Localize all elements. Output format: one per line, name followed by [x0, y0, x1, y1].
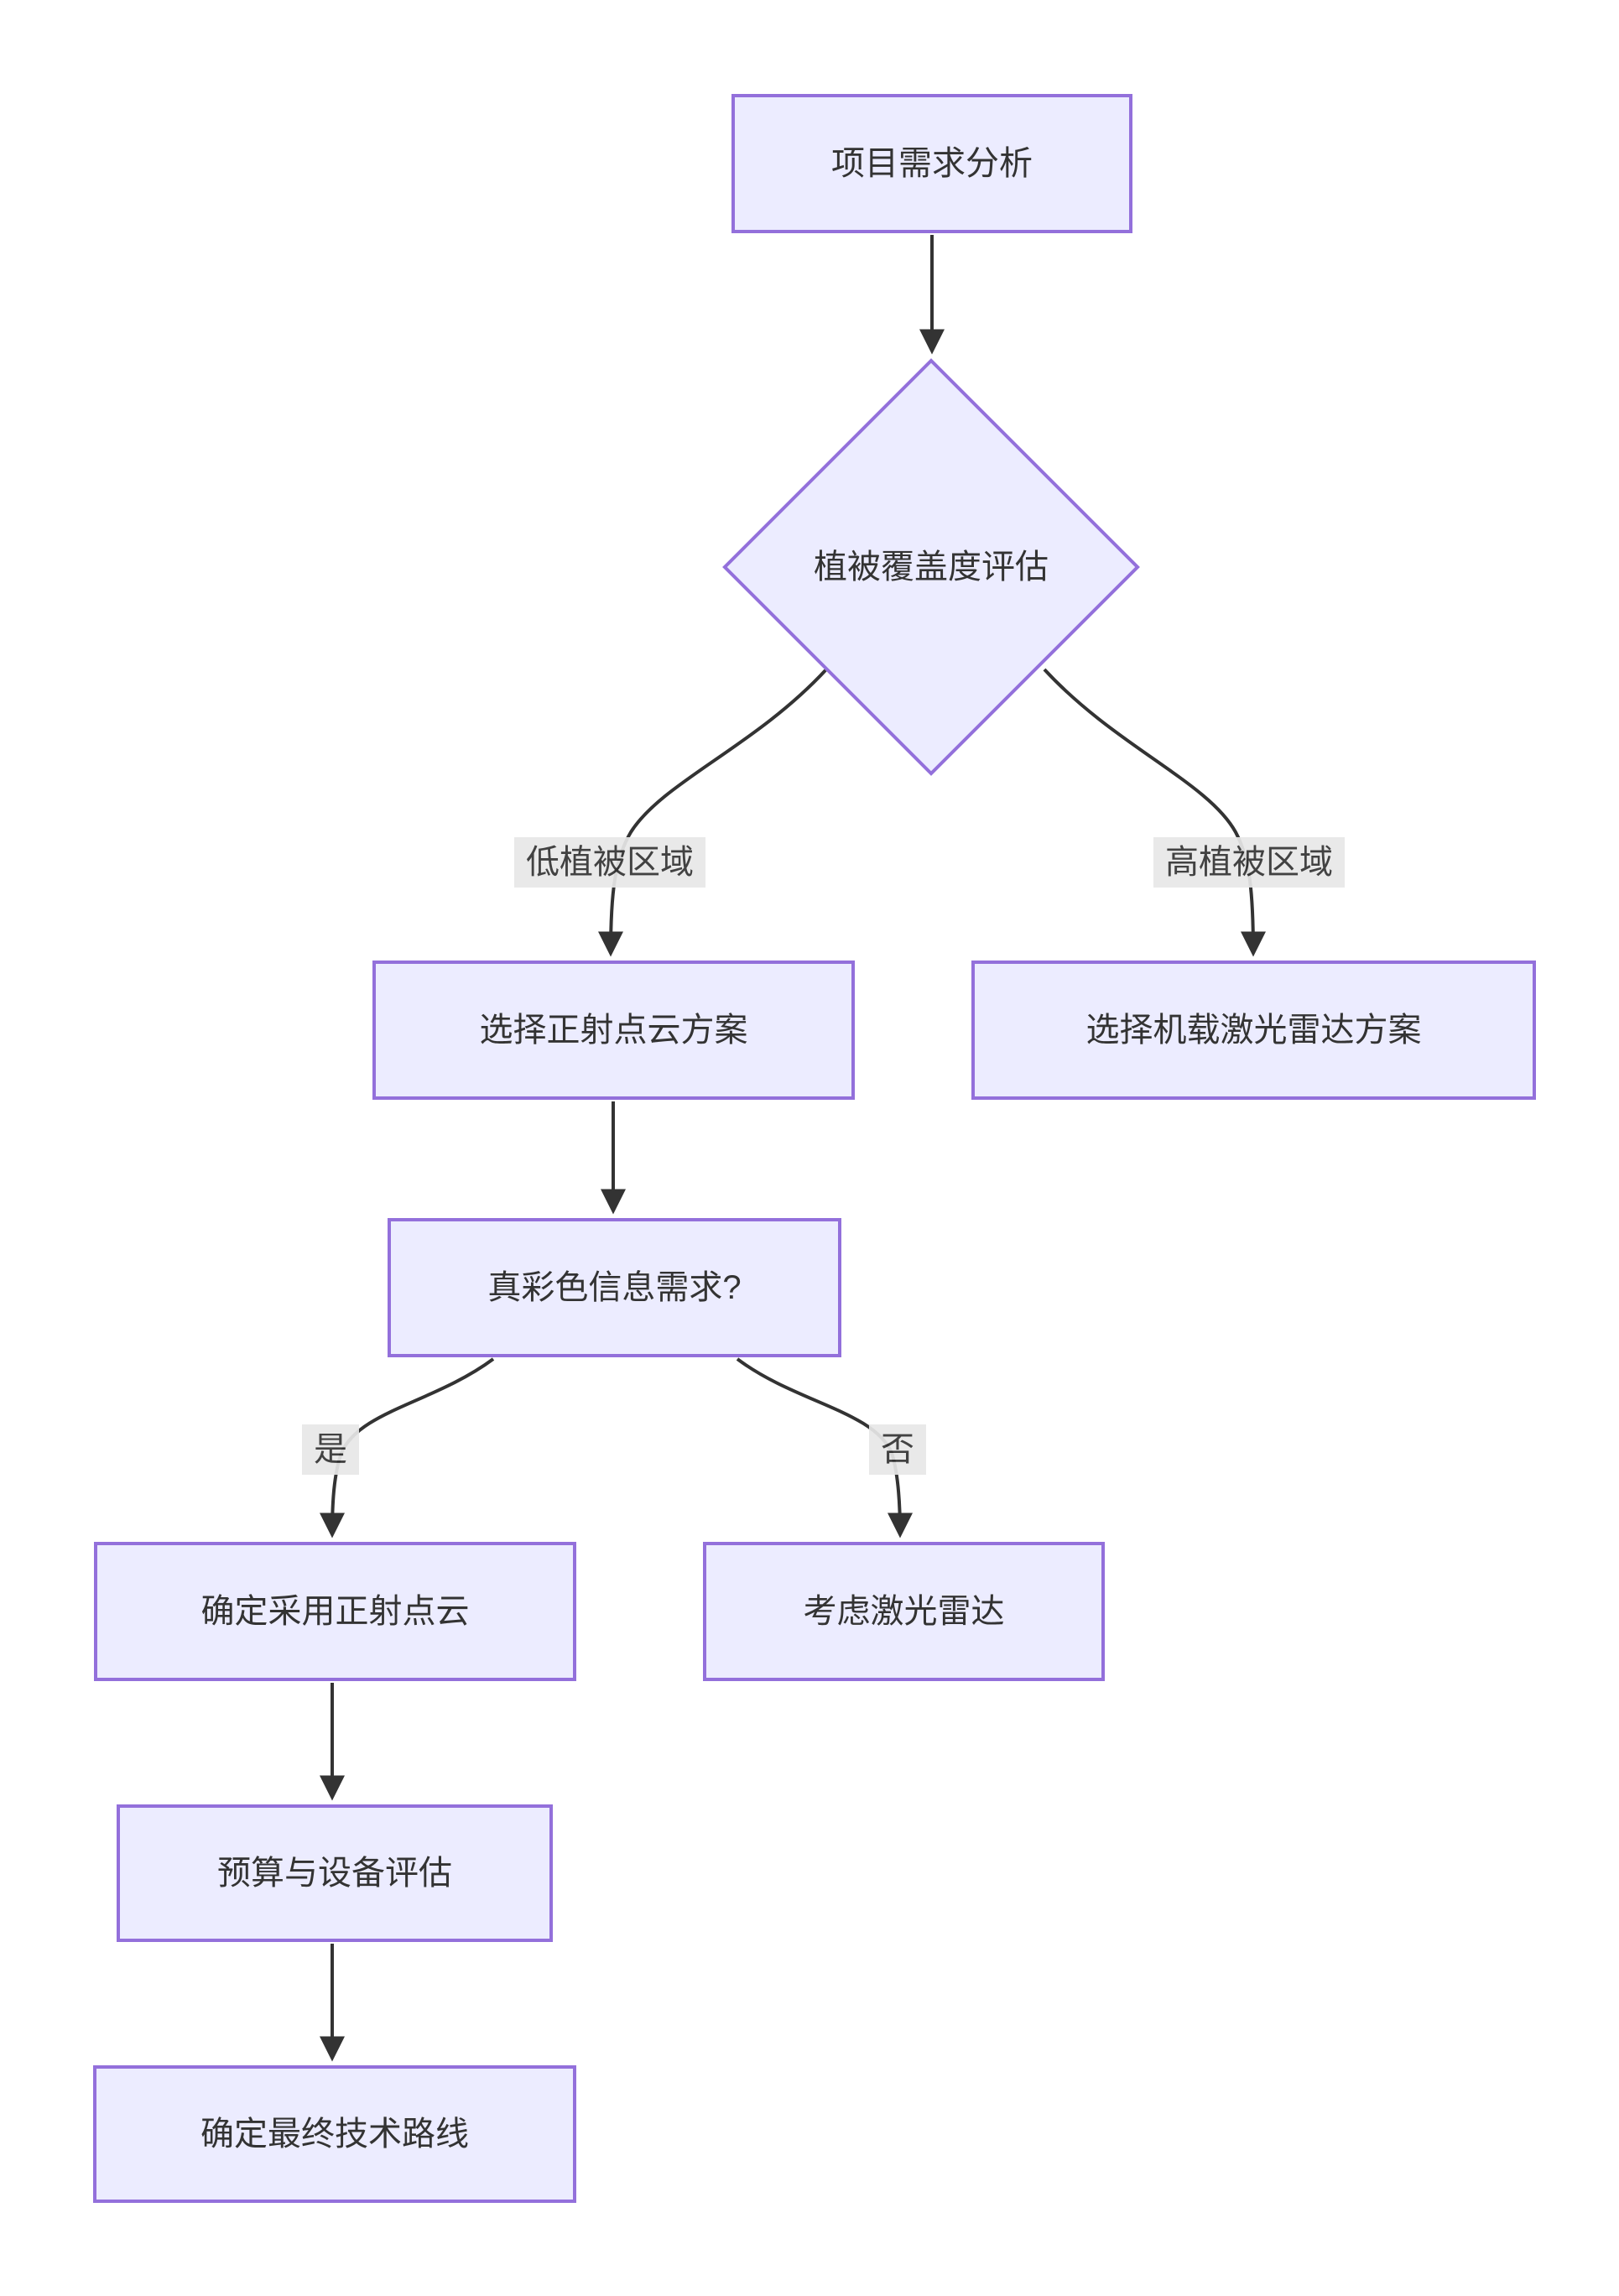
node-label: 确定最终技术路线 [200, 2116, 469, 2153]
node-label: 确定采用正射点云 [200, 1593, 470, 1630]
flowchart-node-vegetation-coverage-assessment: 植被覆盖度评估 [721, 357, 1141, 777]
edge-assessment-to-ortho-plan [598, 668, 828, 957]
node-label: 选择正射点云方案 [479, 1012, 748, 1049]
flowchart-node-consider-lidar: 考虑激光雷达 [703, 1542, 1105, 1681]
flowchart-node-ortho-pointcloud-plan: 选择正射点云方案 [372, 961, 855, 1100]
flowchart-node-true-color-need: 真彩色信息需求? [388, 1218, 841, 1357]
node-label: 植被覆盖度评估 [814, 549, 1049, 586]
node-label: 项目需求分析 [831, 145, 1033, 182]
node-label: 真彩色信息需求? [487, 1269, 742, 1306]
edge-label-low-vegetation: 低植被区域 [514, 837, 705, 888]
node-label: 预算与设备评估 [217, 1855, 452, 1892]
edge-assessment-to-lidar-plan [1043, 668, 1266, 957]
flowchart-node-project-requirements: 项目需求分析 [731, 94, 1132, 233]
node-label: 选择机载激光雷达方案 [1085, 1012, 1422, 1049]
flowchart-node-final-technical-route: 确定最终技术路线 [93, 2065, 576, 2203]
edge-label-high-vegetation: 高植被区域 [1153, 837, 1345, 888]
node-label: 考虑激光雷达 [803, 1593, 1005, 1630]
flowchart-node-adopt-ortho-pointcloud: 确定采用正射点云 [94, 1542, 576, 1681]
edge-label-yes: 是 [302, 1424, 359, 1475]
edge-label-no: 否 [869, 1424, 926, 1475]
flowchart-node-budget-equipment-assessment: 预算与设备评估 [117, 1804, 553, 1942]
flowchart-node-airborne-lidar-plan: 选择机载激光雷达方案 [971, 961, 1536, 1100]
